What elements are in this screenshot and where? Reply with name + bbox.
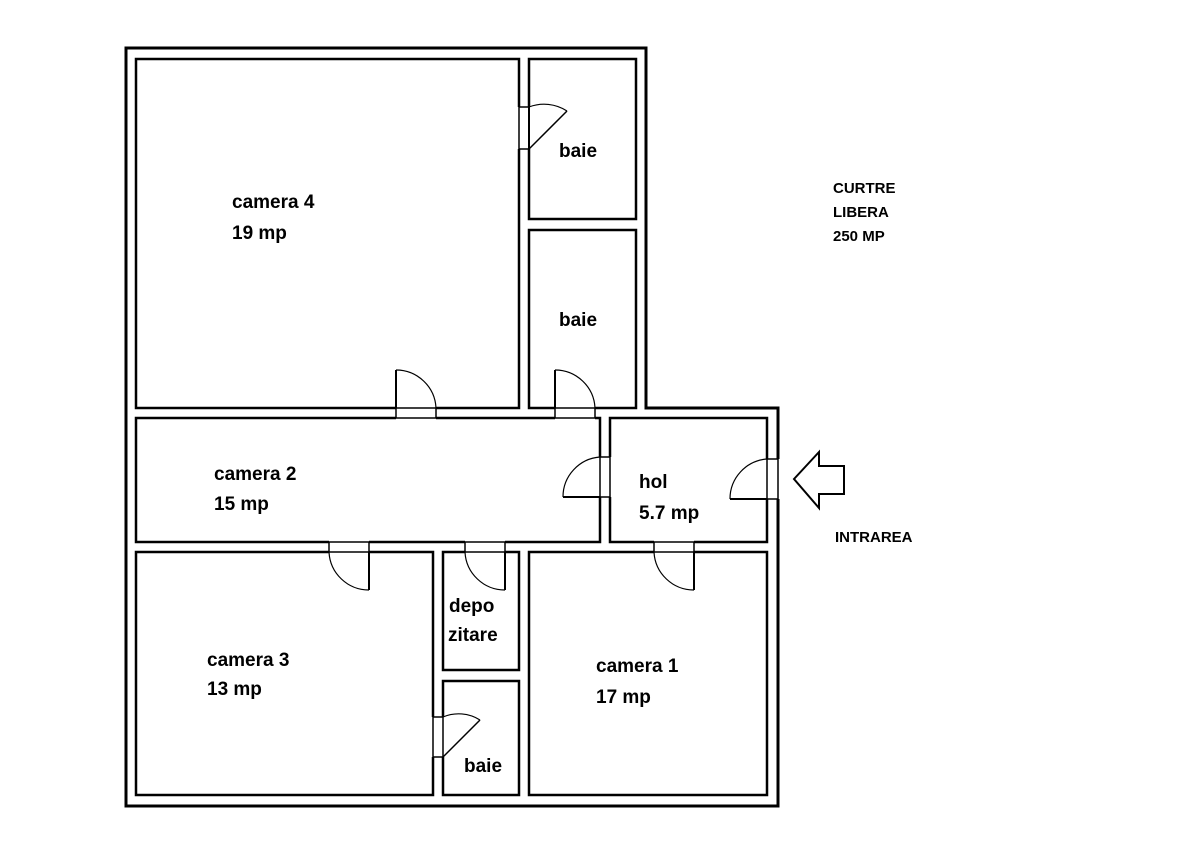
curte-line-1: CURTRE xyxy=(833,180,896,197)
door-swing-icon xyxy=(464,540,506,591)
curte-line-2: LIBERA xyxy=(833,204,889,221)
outer-wall-outline xyxy=(124,46,780,808)
room-camera-3 xyxy=(134,550,435,797)
camera-2-area: 15 mp xyxy=(214,494,269,515)
room-baie-bottom xyxy=(441,679,521,797)
camera-3-area: 13 mp xyxy=(207,679,262,700)
door-swing-icon xyxy=(653,540,695,591)
entrance-label: INTRAREA xyxy=(835,529,913,546)
door-swing-icon xyxy=(395,369,437,420)
arrow-left-icon xyxy=(792,449,845,511)
camera-1-area: 17 mp xyxy=(596,687,651,708)
baie-bottom-name: baie xyxy=(464,756,502,777)
curte-line-3: 250 MP xyxy=(833,228,885,245)
depozitare-line-2: zitare xyxy=(448,625,498,646)
room-camera-2 xyxy=(134,416,602,544)
door-swing-icon xyxy=(562,456,612,498)
room-camera-4 xyxy=(134,57,521,410)
camera-4-name: camera 4 xyxy=(232,192,315,213)
door-swing-icon xyxy=(431,713,481,758)
room-camera-1 xyxy=(527,550,769,797)
door-swing-icon xyxy=(517,103,568,150)
hol-name: hol xyxy=(639,472,668,493)
door-swing-icon xyxy=(729,458,780,500)
depozitare-line-1: depo xyxy=(449,596,494,617)
baie-middle-name: baie xyxy=(559,310,597,331)
camera-3-name: camera 3 xyxy=(207,650,289,671)
camera-4-area: 19 mp xyxy=(232,223,287,244)
door-swing-icon xyxy=(328,540,370,591)
room-baie-top xyxy=(527,57,638,221)
door-swing-icon xyxy=(554,369,596,420)
baie-top-name: baie xyxy=(559,141,597,162)
hol-area: 5.7 mp xyxy=(639,503,699,524)
camera-1-name: camera 1 xyxy=(596,656,679,677)
camera-2-name: camera 2 xyxy=(214,464,296,485)
